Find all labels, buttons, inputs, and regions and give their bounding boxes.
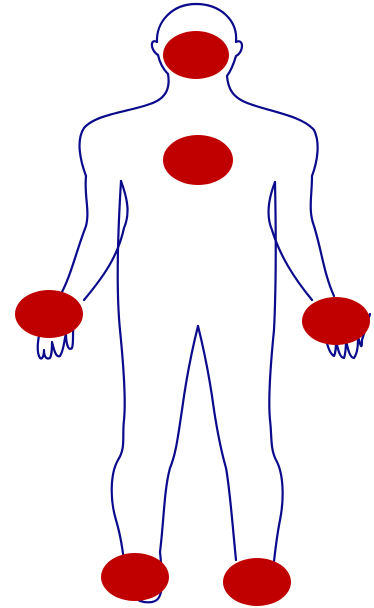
left-leg-inner <box>160 326 198 552</box>
right-arm-outer <box>311 176 334 296</box>
left-hand-marker <box>302 297 370 345</box>
left-foot-marker <box>223 558 291 606</box>
left-shoulder-outline <box>80 74 169 176</box>
left-leg-outer <box>112 181 126 580</box>
head-marker <box>163 31 229 79</box>
right-leg-outer <box>269 182 282 580</box>
right-hand-marker <box>15 290 83 338</box>
right-foot-marker <box>101 553 169 601</box>
left-arm-outer <box>62 176 87 292</box>
right-leg-inner <box>198 326 236 560</box>
right-shoulder-outline <box>227 76 318 176</box>
chest-marker <box>163 135 233 185</box>
